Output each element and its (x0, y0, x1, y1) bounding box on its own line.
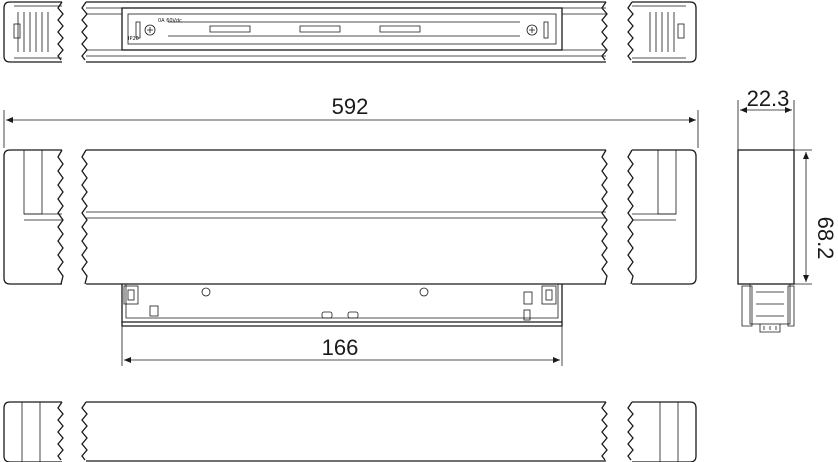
front-right-endcap (627, 149, 697, 285)
dimension-module-length-label: 166 (322, 335, 359, 360)
top-right-endcap (627, 1, 697, 63)
dimension-width-label: 22.3 (747, 86, 790, 111)
dimension-length-total: 592 (3, 94, 699, 148)
top-left-endcap (3, 1, 64, 63)
top-view: 0A 60Vdc IP20 (3, 1, 697, 63)
bottom-left-endcap (3, 401, 64, 462)
dimension-height: 68.2 (794, 149, 838, 285)
dimension-height-label: 68.2 (813, 217, 838, 260)
dimension-width: 22.3 (737, 86, 795, 150)
dimension-total-length-label: 592 (332, 94, 369, 119)
front-body (81, 149, 608, 285)
top-body: 0A 60Vdc IP20 (81, 1, 608, 63)
bottom-view (3, 401, 697, 462)
side-view (737, 149, 795, 333)
plate-ip-text: IP20 (128, 36, 139, 42)
bottom-body (81, 401, 608, 462)
front-left-endcap (3, 149, 64, 285)
dimension-module-length: 166 (121, 326, 563, 366)
led-module (121, 284, 563, 327)
bottom-right-endcap (627, 401, 697, 462)
front-view (3, 149, 697, 327)
plate-rating-text: 0A 60Vdc (158, 18, 182, 24)
